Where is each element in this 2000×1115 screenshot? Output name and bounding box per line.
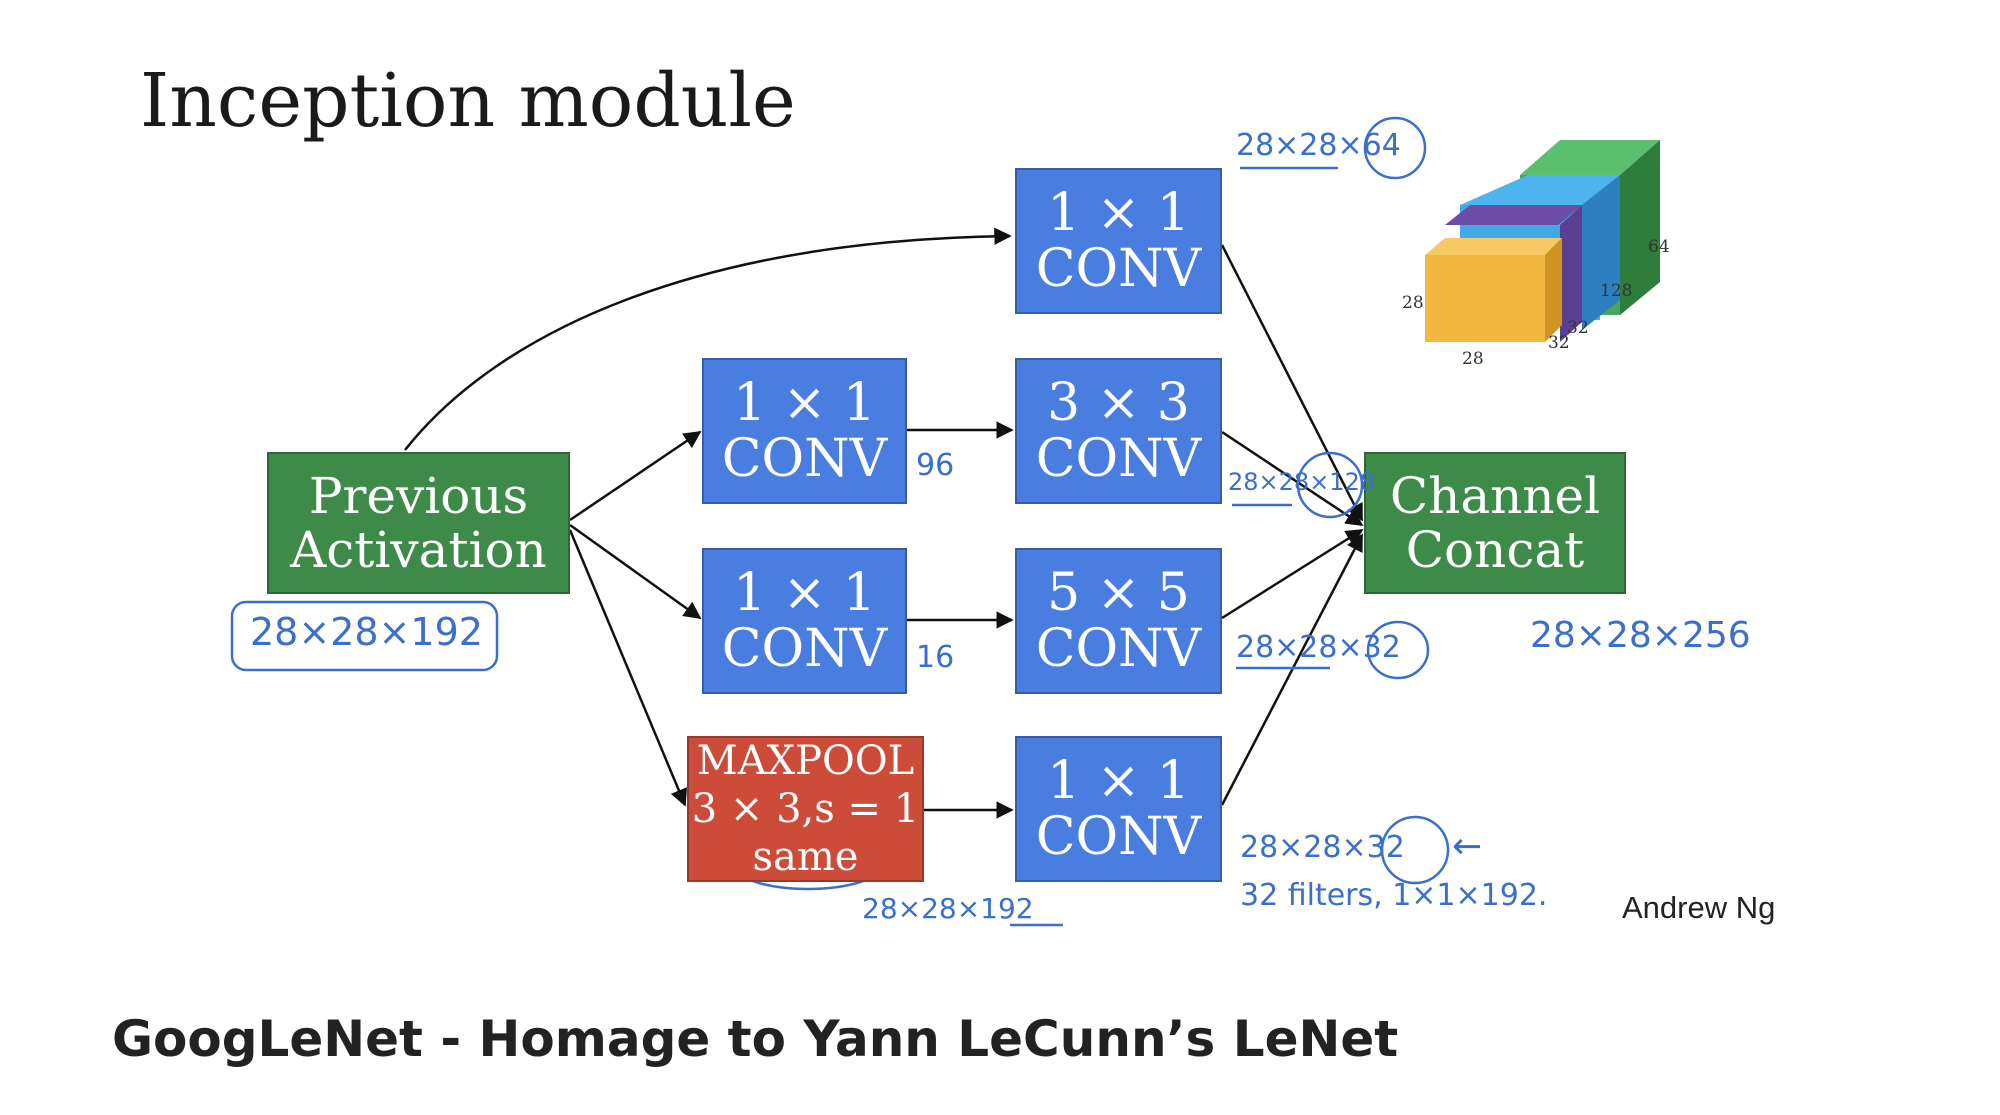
node-label: MAXPOOL — [696, 738, 915, 784]
circle-32-b — [1380, 815, 1450, 885]
node-label: 3 × 3,s = 1 — [691, 786, 920, 832]
cube-yellow-side — [1545, 238, 1562, 342]
annotation-input-shape: 28×28×192 — [250, 610, 483, 654]
arrow-prev-to-maxpool — [568, 529, 687, 807]
cube-label-h: 28 — [1402, 293, 1424, 313]
previous-activation-box: Previous Activation — [267, 452, 570, 594]
node-label: Activation — [290, 521, 547, 579]
annotation-top-out: 28×28×64 — [1236, 128, 1401, 163]
node-label: CONV — [1035, 807, 1202, 867]
output-volume-cube: 28 28 32 32 128 64 — [1402, 140, 1670, 369]
author-credit: Andrew Ng — [1622, 890, 1776, 925]
cube-label-w: 28 — [1462, 349, 1484, 369]
annotation-pool-conv-out: 28×28×32 — [1240, 830, 1405, 865]
annotation-concat-out: 28×28×256 — [1530, 615, 1751, 656]
arrow-prev-to-top-conv — [404, 227, 1012, 451]
annotation-conv5-out: 28×28×32 — [1236, 630, 1401, 665]
node-label: Channel — [1389, 467, 1601, 525]
node-label: CONV — [721, 619, 888, 679]
arrow-poolconv-to-concat — [1220, 533, 1364, 806]
cube-label-d-yellow: 32 — [1548, 333, 1570, 353]
cube-label-d-purple: 32 — [1567, 318, 1589, 338]
circle-128 — [1296, 451, 1364, 519]
arrow-top-to-concat — [1220, 244, 1364, 522]
node-label: CONV — [1035, 429, 1202, 489]
conv-1x1-reduce-a-box: 1 × 1 CONV — [702, 358, 907, 504]
annotation-reduce-b: 16 — [916, 640, 955, 675]
node-label: 1 × 1 — [1047, 750, 1190, 811]
conv-3x3-box: 3 × 3 CONV — [1015, 358, 1222, 504]
cube-green-side — [1620, 140, 1660, 315]
annotation-conv3-out: 28×28×128 — [1228, 468, 1376, 496]
conv-1x1-pool-box: 1 × 1 CONV — [1015, 736, 1222, 882]
node-label: Concat — [1405, 521, 1585, 579]
circle-64 — [1363, 116, 1427, 180]
channel-concat-box: Channel Concat — [1364, 452, 1626, 594]
cube-yellow-top — [1425, 238, 1562, 255]
cube-blue-top — [1460, 175, 1620, 205]
cube-yellow-front — [1425, 255, 1545, 342]
annotation-pool-arrow: ← — [1452, 826, 1483, 867]
node-label: CONV — [721, 429, 888, 489]
circle-32-a — [1366, 620, 1430, 680]
annotation-pool-filters: 32 filters, 1×1×192. — [1240, 878, 1548, 913]
cube-blue-side — [1582, 175, 1620, 330]
cube-green-top — [1520, 140, 1660, 175]
node-label: 1 × 1 — [733, 562, 876, 623]
node-label: 1 × 1 — [733, 372, 876, 433]
node-label: CONV — [1035, 619, 1202, 679]
slide-footer: GoogLeNet - Homage to Yann LeCunn’s LeNe… — [112, 1010, 1399, 1068]
arrow-prev-to-reduce-a — [569, 430, 702, 522]
cube-label-d-green: 64 — [1648, 237, 1670, 257]
slide-title: Inception module — [140, 58, 796, 144]
node-label: CONV — [1035, 239, 1202, 299]
conv-1x1-top-box: 1 × 1 CONV — [1015, 168, 1222, 314]
node-label: same — [752, 834, 859, 880]
node-label: 1 × 1 — [1047, 182, 1190, 243]
cube-purple-top — [1445, 205, 1582, 225]
maxpool-box: MAXPOOL 3 × 3,s = 1 same — [687, 736, 924, 882]
arrow-prev-to-reduce-b — [569, 523, 702, 620]
cube-label-d-blue: 128 — [1600, 281, 1632, 301]
node-label: Previous — [308, 467, 529, 525]
conv-5x5-box: 5 × 5 CONV — [1015, 548, 1222, 694]
annotation-pool-out: 28×28×192 — [862, 892, 1034, 925]
arrow-5x5-to-concat — [1221, 528, 1364, 620]
cube-purple-side — [1560, 205, 1582, 342]
node-label: 3 × 3 — [1047, 372, 1190, 433]
arrow-3x3-to-concat — [1221, 430, 1364, 527]
conv-1x1-reduce-b-box: 1 × 1 CONV — [702, 548, 907, 694]
input-shape-box — [230, 600, 499, 672]
node-label: 5 × 5 — [1047, 562, 1190, 623]
annotation-reduce-a: 96 — [916, 448, 955, 483]
